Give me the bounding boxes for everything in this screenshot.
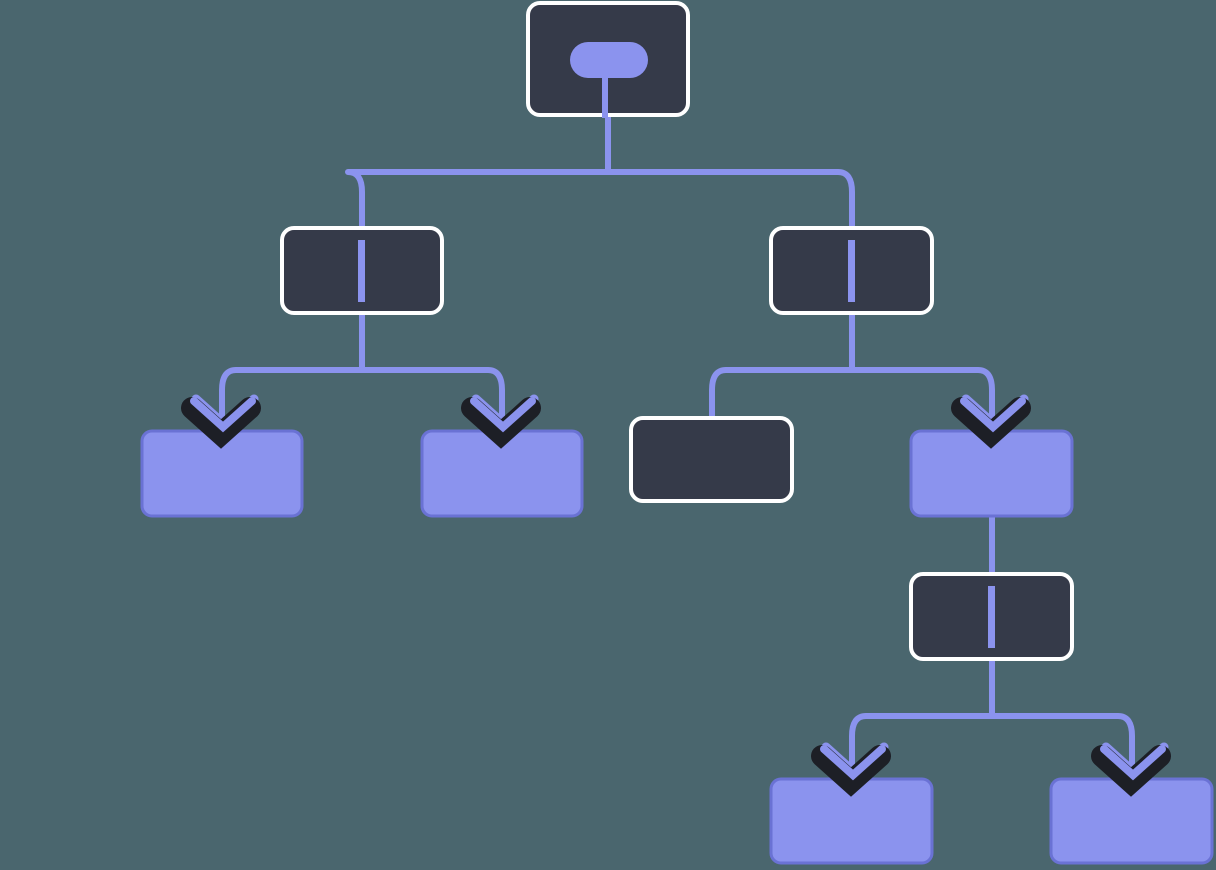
branch-node-right[interactable] [769,226,934,315]
root-node[interactable] [526,1,690,117]
chevron-down-icon-accent-front [190,397,256,433]
edge-branch-left-to-leaf-1 [219,367,362,438]
edge-branch-deep-to-leaf-4 [849,713,992,786]
branch-node-deep[interactable] [909,572,1074,661]
leaf-node-3-dark-body[interactable] [629,416,794,503]
arrowhead-leaf-2 [461,394,541,449]
bar-marker-icon [988,586,995,648]
bar-marker-icon [358,240,365,302]
chevron-down-icon-accent-front [960,397,1026,433]
node-layer [140,1,1214,865]
edge-branch-left-to-leaf-2 [362,367,505,438]
chevron-down-icon-accent-front [820,745,886,781]
edge-branch-right-to-branch-mid [852,367,995,438]
arrowhead-layer [181,394,1171,797]
edge-layer [219,42,1135,786]
chevron-down-icon-accent-front [470,397,536,433]
leaf-node-3-dark[interactable] [629,416,794,503]
arrowhead-branch-mid [951,394,1031,449]
bar-marker-icon [848,240,855,302]
arrowhead-leaf-5 [1091,742,1171,797]
edge-root-to-branch-right [608,169,855,240]
edge-branch-right-to-leaf-3 [709,367,852,418]
arrowhead-leaf-4 [811,742,891,797]
chevron-down-icon-accent-front [1100,745,1166,781]
branch-node-left[interactable] [280,226,444,315]
pill-marker-icon [570,42,648,78]
arrowhead-leaf-1 [181,394,261,449]
edge-root-to-branch-left [345,169,608,240]
edge-branch-deep-to-leaf-5 [992,713,1135,786]
